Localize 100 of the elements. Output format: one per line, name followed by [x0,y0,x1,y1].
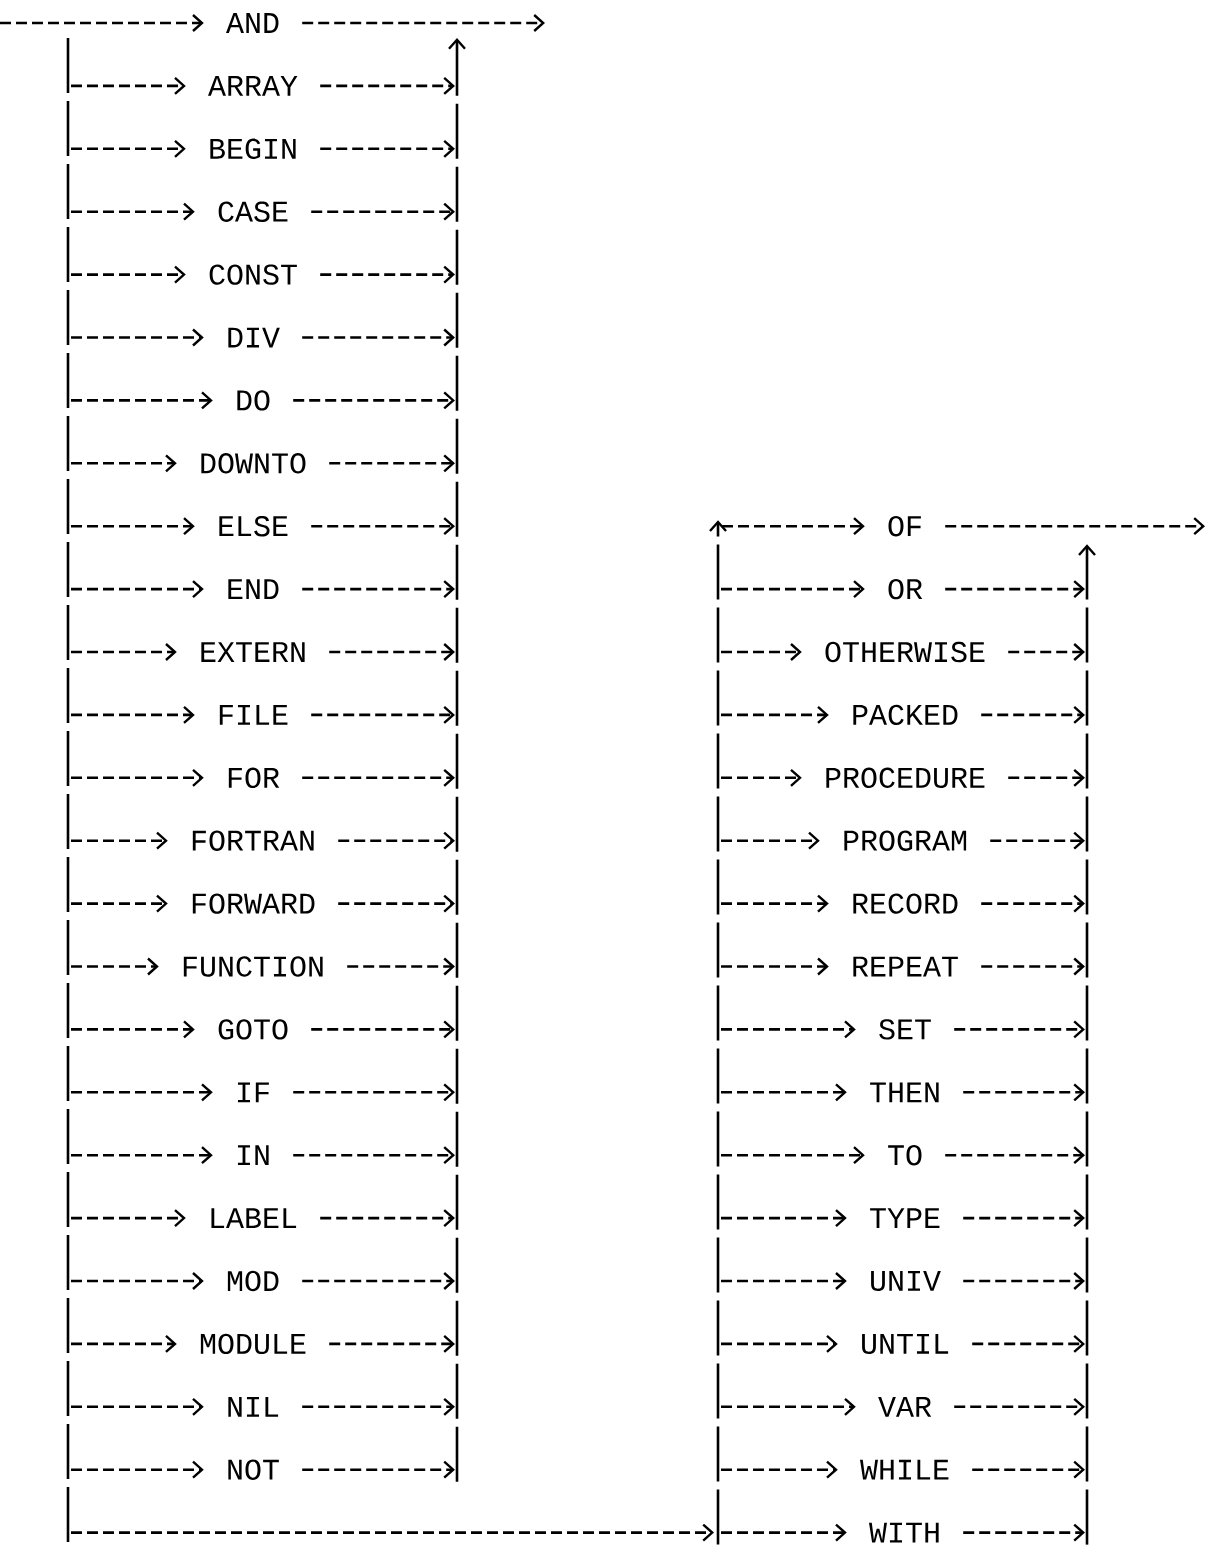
keyword: OF [888,516,921,537]
keyword: ARRAY [208,76,298,96]
arrow [71,831,168,850]
arrow [721,706,829,724]
keyword: SET [879,1019,931,1040]
arrow [945,517,1205,536]
arrow [71,328,204,347]
keyword: ELSE [219,516,288,537]
keyword: FOR [228,767,280,788]
arrow [963,1272,1085,1290]
keyword: RECORD [853,893,958,914]
keyword: DOWNTO [201,453,306,474]
keyword: UNTIL [862,1333,949,1354]
arrow [71,1020,195,1039]
arrow [981,957,1085,976]
arrow [71,265,186,284]
arrow [1008,643,1085,661]
keyword: PROCEDURE [826,767,985,788]
arrow [71,1083,213,1102]
arrow [721,1146,865,1165]
arrow [293,391,455,410]
keyword: WHILE [860,1459,949,1480]
arrow [972,1460,1085,1479]
keyword: EXTERN [201,642,305,662]
keyword: GOTO [218,1019,288,1040]
arrow [311,1020,455,1039]
keyword: NIL [228,1396,279,1417]
arrow [721,1083,847,1102]
arrow [71,454,177,473]
arrow [329,643,455,661]
arrow [71,580,204,598]
arrow [71,957,159,976]
arrow [71,768,204,787]
arrow [71,1272,204,1290]
arrow [320,139,455,158]
arrow [721,1335,838,1353]
keyword: TO [888,1145,922,1166]
keyword: FILE [219,705,288,725]
arrow [320,1209,455,1227]
arrow [963,1209,1085,1227]
keyword: THEN [870,1082,939,1103]
arrow [302,580,455,598]
arrow [945,580,1085,598]
arrow [71,1146,213,1165]
arrow [981,706,1085,724]
arrow [71,139,186,158]
arrow [347,957,455,976]
keyword: PROGRAM [844,830,967,851]
arrow [721,894,829,913]
keyword: WITH [869,1522,939,1543]
arrow [320,265,455,284]
arrow [963,1523,1085,1542]
arrow [963,1083,1085,1102]
keyword: MOD [227,1270,279,1292]
keyword: CONST [209,264,297,285]
arrow [71,1460,204,1479]
keyword: UNIV [871,1271,941,1292]
arrow [954,1397,1085,1416]
arrow [302,1397,455,1416]
keyword: FUNCTION [183,956,323,977]
keyword: PACKED [853,704,958,726]
arrow [71,643,177,661]
keyword: END [228,579,279,599]
arrow [71,706,195,724]
arrow [302,1460,455,1479]
arrow [945,1146,1085,1165]
arrow [721,768,802,787]
keyword: CASE [218,201,288,222]
keyword: BEGIN [210,138,296,159]
arrow [721,831,820,850]
arrow [71,1209,186,1227]
arrow [981,894,1085,913]
arrow [329,454,455,473]
keyword: MODULE [200,1333,306,1355]
arrow [721,1460,838,1479]
arrow [721,1209,847,1227]
keyword: NOT [228,1459,279,1480]
arrow [311,517,455,536]
arrow [721,1523,847,1542]
arrow [302,1272,455,1290]
arrow [329,1335,455,1353]
arrow [721,1397,856,1416]
arrow [1008,768,1085,787]
keyword: DIV [228,327,280,348]
arrow [302,768,455,787]
keyword: OTHERWISE [825,641,985,663]
arrow [721,643,802,661]
arrow [721,1020,856,1039]
keyword: LABEL [211,1208,297,1228]
keyword: VAR [878,1396,932,1417]
keyword: DO [237,390,270,411]
keyword: OR [888,578,923,600]
arrow [320,77,455,95]
arrow [71,391,213,410]
arrow [311,202,455,221]
keyword: IF [237,1082,269,1103]
arrow [71,202,195,221]
arrow [71,517,195,536]
arrow [302,14,545,32]
arrow [338,894,455,913]
